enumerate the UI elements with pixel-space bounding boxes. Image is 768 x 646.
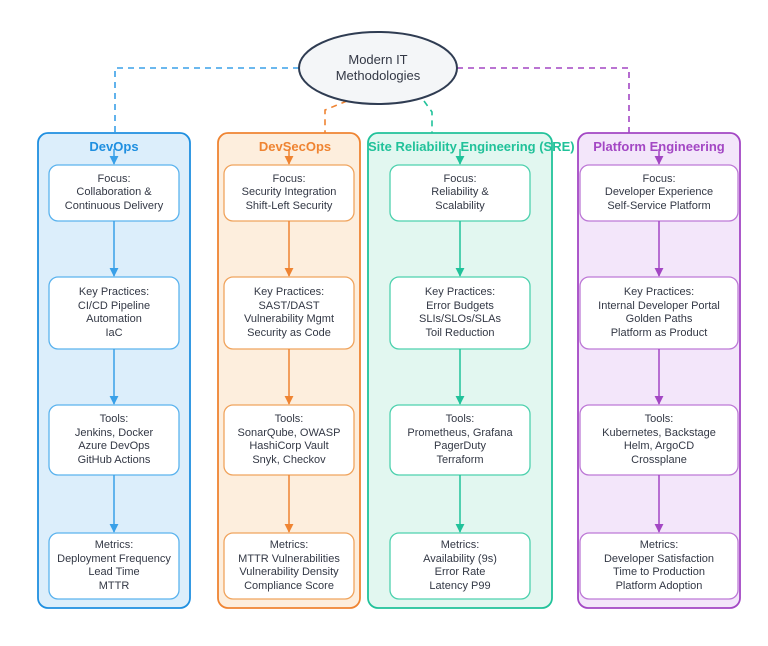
cluster-title-devops: DevOps [89, 139, 139, 154]
node-label-sre-practices: Key Practices: Error Budgets SLIs/SLOs/S… [419, 286, 501, 339]
node-devsecops-focus-hitbox[interactable] [224, 165, 354, 221]
node-label-devops-tools: Tools: Jenkins, Docker Azure DevOps GitH… [74, 413, 154, 466]
cluster-title-platform: Platform Engineering [593, 139, 725, 154]
node-label-platform-focus: Focus: Developer Experience Self-Service… [604, 172, 714, 212]
node-label-devsecops-metrics: Metrics: MTTR Vulnerabilities Vulnerabil… [238, 539, 340, 592]
root-to-platform-link [457, 67, 630, 133]
node-devsecops-practices-hitbox[interactable] [224, 277, 354, 349]
node-devsecops-metrics-hitbox[interactable] [224, 533, 354, 599]
node-label-devops-practices: Key Practices: CI/CD Pipeline Automation… [77, 286, 151, 339]
node-label-platform-metrics: Metrics: Developer Satisfaction Time to … [603, 539, 715, 592]
root-node-label: Modern IT Methodologies [335, 52, 421, 83]
node-label-devops-metrics: Metrics: Deployment Frequency Lead Time … [57, 539, 171, 592]
root-node-hitbox[interactable] [299, 32, 457, 104]
root-to-devsecops-link [324, 100, 348, 133]
node-label-devsecops-practices: Key Practices: SAST/DAST Vulnerability M… [243, 286, 335, 339]
node-devops-tools-hitbox[interactable] [49, 405, 179, 475]
node-platform-practices-hitbox[interactable] [580, 277, 738, 349]
node-label-platform-tools: Tools: Kubernetes, Backstage Helm, ArgoC… [602, 413, 716, 466]
node-label-devsecops-tools: Tools: SonarQube, OWASP HashiCorp Vault … [237, 413, 341, 466]
root-to-sre-link [423, 100, 433, 133]
node-platform-focus-hitbox[interactable] [580, 165, 738, 221]
node-sre-tools-hitbox[interactable] [390, 405, 530, 475]
node-label-sre-tools: Tools: Prometheus, Grafana PagerDuty Ter… [407, 413, 513, 466]
node-sre-practices-hitbox[interactable] [390, 277, 530, 349]
node-label-sre-metrics: Metrics: Availability (9s) Error Rate La… [423, 539, 497, 592]
node-platform-metrics-hitbox[interactable] [580, 533, 738, 599]
node-label-platform-practices: Key Practices: Internal Developer Portal… [598, 286, 720, 339]
node-label-devsecops-focus: Focus: Security Integration Shift-Left S… [241, 172, 337, 212]
node-sre-metrics-hitbox[interactable] [390, 533, 530, 599]
node-devops-practices-hitbox[interactable] [49, 277, 179, 349]
node-devops-metrics-hitbox[interactable] [49, 533, 179, 599]
node-devsecops-tools-hitbox[interactable] [224, 405, 354, 475]
node-sre-focus-hitbox[interactable] [390, 165, 530, 221]
cluster-title-sre: Site Reliability Engineering (SRE) [368, 139, 575, 154]
node-platform-tools-hitbox[interactable] [580, 405, 738, 475]
root-to-devops-link [114, 67, 299, 133]
node-devops-focus-hitbox[interactable] [49, 165, 179, 221]
node-label-devops-focus: Focus: Collaboration & Continuous Delive… [64, 172, 164, 212]
node-label-sre-focus: Focus: Reliability & Scalability [431, 172, 489, 212]
cluster-title-devsecops: DevSecOps [258, 139, 332, 154]
